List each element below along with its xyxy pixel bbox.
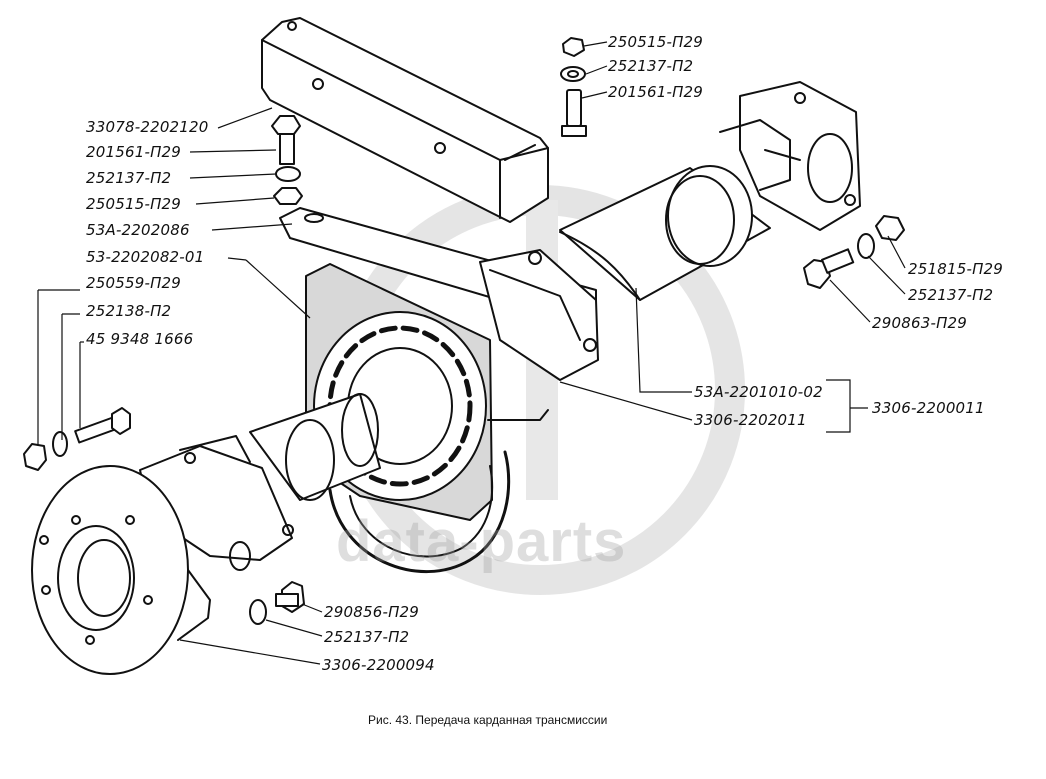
label-flange: 3306-2200094 <box>322 656 435 674</box>
flange <box>31 465 211 675</box>
label-flange-nut: 250559-П29 <box>86 274 182 292</box>
bracket-cover <box>261 17 549 223</box>
support-strap <box>328 409 549 574</box>
label-right-washer: 252137-П2 <box>908 286 994 304</box>
label-bearing: 3306-2202011 <box>694 411 807 429</box>
label-assembly: 3306-2200011 <box>872 399 985 417</box>
right-fasteners <box>803 215 905 289</box>
label-plate: 53А-2202086 <box>86 221 190 239</box>
label-shaft: 53А-2201010-02 <box>694 383 823 401</box>
top-fasteners <box>560 37 587 137</box>
label-right-nut: 251815-П29 <box>908 260 1004 278</box>
left-fasteners <box>271 115 303 205</box>
label-top-washer: 252137-П2 <box>608 57 694 75</box>
label-flange-bolt: 45 9348 1666 <box>86 330 194 348</box>
label-support: 53-2202082-01 <box>86 248 205 266</box>
label-left-bolt: 201561-П29 <box>86 143 182 161</box>
label-bottom-bolt: 290856-П29 <box>324 603 420 621</box>
label-left-nut: 250515-П29 <box>86 195 182 213</box>
center-joint <box>479 249 599 381</box>
leader-lines <box>37 41 906 665</box>
bottom-fasteners <box>249 581 305 625</box>
figure-caption: Рис. 43. Передача карданная трансмиссии <box>368 713 608 727</box>
watermark-text: data-parts <box>336 509 627 574</box>
flange-fasteners <box>23 407 131 471</box>
label-right-bolt: 290863-П29 <box>872 314 968 332</box>
label-bottom-washer: 252137-П2 <box>324 628 410 646</box>
label-bracket-cover: 33078-2202120 <box>86 118 209 136</box>
right-universal-joint <box>719 81 861 231</box>
label-flange-washer: 252138-П2 <box>86 302 172 320</box>
label-top-nut: 250515-П29 <box>608 33 704 51</box>
front-shaft <box>249 393 381 501</box>
intermediate-shaft <box>559 165 771 301</box>
label-left-washer: 252137-П2 <box>86 169 172 187</box>
label-top-bolt: 201561-П29 <box>608 83 704 101</box>
